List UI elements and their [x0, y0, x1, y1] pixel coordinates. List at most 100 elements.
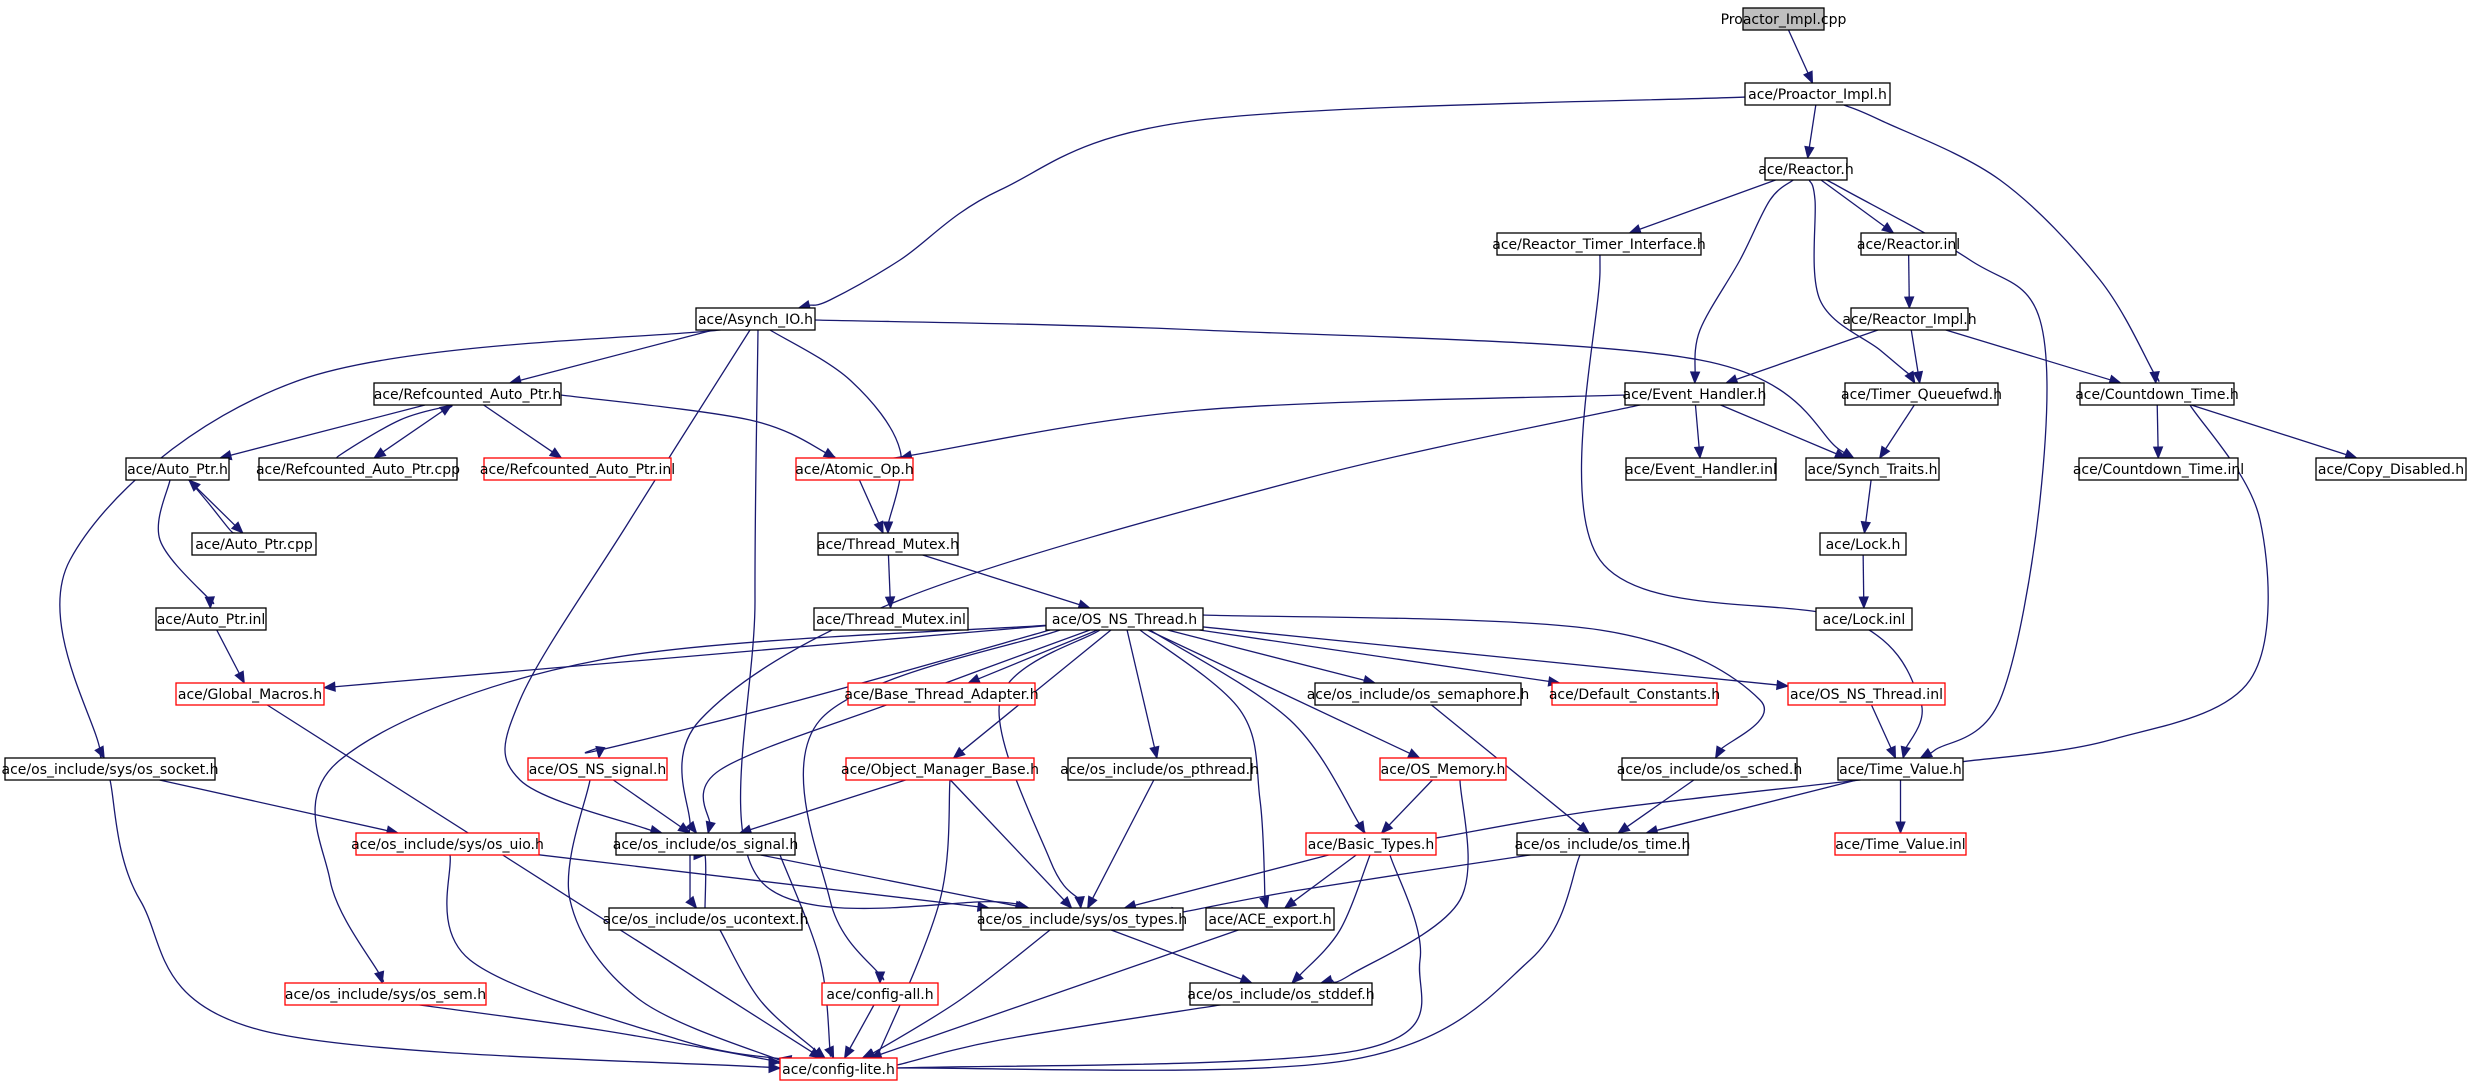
edge-reactor_timer_interface-to-time_value_h [1580, 242, 1923, 760]
edge-line [1169, 851, 1548, 915]
node-lock-h[interactable]: ace/Lock.h [1819, 532, 1907, 556]
node-countdown-time-h[interactable]: ace/Countdown_Time.h [2075, 382, 2239, 406]
node-thread-mutex-h[interactable]: ace/Thread_Mutex.h [817, 532, 959, 556]
node-ace-export[interactable]: ace/ACE_export.h [1205, 907, 1335, 931]
node-atomic-op[interactable]: ace/Atomic_Op.h [795, 457, 914, 481]
node-lock-inl[interactable]: ace/Lock.inl [1815, 607, 1913, 631]
node-thread-mutex-inl[interactable]: ace/Thread_Mutex.inl [813, 607, 969, 631]
node-reactor-impl[interactable]: ace/Reactor_Impl.h [1842, 307, 1977, 331]
edge-line [887, 554, 891, 598]
node-box [980, 907, 1184, 931]
node-refcounted-auto-ptr-inl[interactable]: ace/Refcounted_Auto_Ptr.inl [480, 457, 675, 481]
node-label: ace/os_include/os_semaphore.h [1307, 687, 1530, 703]
edge-os_socket-to-os_uio [159, 779, 400, 836]
edge-arrowhead [438, 404, 453, 416]
node-refcounted-auto-ptr-cpp[interactable]: ace/Refcounted_Auto_Ptr.cpp [256, 457, 460, 481]
edge-arrowhead [843, 1045, 855, 1060]
edge-line [809, 96, 1746, 306]
node-basic-types[interactable]: ace/Basic_Types.h [1305, 832, 1437, 856]
node-global-macros[interactable]: ace/Global_Macros.h [175, 682, 325, 706]
node-label: Proactor_Impl.cpp [1721, 12, 1847, 28]
node-os-ucontext[interactable]: ace/os_include/os_ucontext.h [603, 907, 809, 931]
node-reactor-timer-interface[interactable]: ace/Reactor_Timer_Interface.h [1492, 232, 1706, 256]
node-object-manager-base[interactable]: ace/Object_Manager_Base.h [841, 757, 1039, 781]
node-os-signal[interactable]: ace/os_include/os_signal.h [613, 832, 799, 856]
edge-arrowhead [234, 670, 245, 685]
node-box [1625, 457, 1777, 481]
node-config-all[interactable]: ace/config-all.h [821, 982, 939, 1006]
node-countdown-time-inl[interactable]: ace/Countdown_Time.inl [2073, 457, 2244, 481]
edge-os_ns_thread_h-to-os_pthread [1126, 629, 1160, 760]
node-synch-traits[interactable]: ace/Synch_Traits.h [1805, 457, 1940, 481]
node-os-stddef[interactable]: ace/os_include/os_stddef.h [1187, 982, 1375, 1006]
edge-arrowhead [1354, 820, 1366, 835]
node-label: ace/os_include/os_sched.h [1617, 762, 1802, 778]
node-label: ace/os_include/os_stddef.h [1187, 987, 1374, 1003]
node-os-semaphore[interactable]: ace/os_include/os_semaphore.h [1307, 682, 1530, 706]
edge-arrowhead [1860, 520, 1871, 535]
node-os-time[interactable]: ace/os_include/os_time.h [1515, 832, 1691, 856]
node-event-handler-h[interactable]: ace/Event_Handler.h [1623, 382, 1767, 406]
node-os-pthread[interactable]: ace/os_include/os_pthread.h [1060, 757, 1259, 781]
node-os-uio[interactable]: ace/os_include/sys/os_uio.h [351, 832, 544, 856]
node-auto-ptr-cpp[interactable]: ace/Auto_Ptr.cpp [191, 532, 317, 556]
node-box [608, 907, 803, 931]
node-refcounted-auto-ptr-h[interactable]: ace/Refcounted_Auto_Ptr.h [373, 382, 562, 406]
node-os-sched[interactable]: ace/os_include/os_sched.h [1617, 757, 1802, 781]
edge-arrowhead [1903, 296, 1915, 310]
edge-root-to-proactor_impl_h [1787, 29, 1814, 85]
node-box [845, 757, 1035, 781]
node-os-memory[interactable]: ace/OS_Memory.h [1379, 757, 1507, 781]
node-os-ns-signal[interactable]: ace/OS_NS_signal.h [527, 757, 668, 781]
edge-os_ucontext-to-os_signal [693, 849, 707, 913]
node-reactor-h[interactable]: ace/Reactor.h [1758, 157, 1854, 181]
node-box [1621, 757, 1798, 781]
edge-arrowhead [1059, 896, 1073, 909]
edge-reactor_impl-to-timer_queuefwd [1910, 329, 1924, 385]
edge-line [382, 404, 452, 453]
node-copy-disabled[interactable]: ace/Copy_Disabled.h [2315, 457, 2467, 481]
node-os-ns-thread-h[interactable]: ace/OS_NS_Thread.h [1045, 607, 1204, 631]
edge-line [1139, 622, 1366, 833]
node-label: ace/Thread_Mutex.h [817, 537, 959, 553]
node-timer-queuefwd[interactable]: ace/Timer_Queuefwd.h [1841, 382, 2002, 406]
node-os-socket[interactable]: ace/os_include/sys/os_socket.h [2, 757, 219, 781]
node-label: ace/Countdown_Time.h [2075, 387, 2239, 403]
edge-reactor_impl-to-countdown_time_h [1945, 329, 2122, 385]
edge-line [858, 479, 880, 524]
edge-line [750, 779, 906, 831]
node-label: ace/Time_Value.h [1839, 762, 1962, 778]
edge-arrowhead [1239, 974, 1254, 984]
node-label: ace/os_include/os_time.h [1515, 837, 1691, 853]
node-proactor-impl-h[interactable]: ace/Proactor_Impl.h [1744, 82, 1891, 106]
node-event-handler-inl[interactable]: ace/Event_Handler.inl [1625, 457, 1777, 481]
edge-synch_traits-to-lock_h [1860, 479, 1872, 535]
node-base-thread-adapter[interactable]: ace/Base_Thread_Adapter.h [844, 682, 1039, 706]
edge-arrowhead [2152, 446, 2164, 460]
edge-line [1110, 929, 1242, 980]
node-asynch-io[interactable]: ace/Asynch_IO.h [695, 307, 816, 331]
edge-line [978, 629, 1098, 680]
edge-basic_types-to-ace_export [1283, 854, 1357, 909]
node-box [1496, 232, 1702, 256]
node-box [1624, 382, 1765, 406]
node-reactor-inl[interactable]: ace/Reactor.inl [1857, 232, 1960, 256]
node-box [4, 757, 216, 781]
node-time-value-h[interactable]: ace/Time_Value.h [1837, 757, 1964, 781]
node-os-ns-thread-inl[interactable]: ace/OS_NS_Thread.inl [1787, 682, 1946, 706]
node-label: ace/config-all.h [826, 987, 933, 1003]
node-os-types[interactable]: ace/os_include/sys/os_types.h [977, 907, 1187, 931]
node-auto-ptr-inl[interactable]: ace/Auto_Ptr.inl [155, 607, 267, 631]
node-label: ace/Auto_Ptr.cpp [195, 537, 313, 553]
node-default-constants[interactable]: ace/Default_Constants.h [1549, 682, 1720, 706]
node-label: ace/Countdown_Time.inl [2073, 462, 2244, 478]
edge-line [681, 398, 1666, 834]
node-os-sem[interactable]: ace/os_include/sys/os_sem.h [284, 982, 487, 1006]
edge-line [949, 779, 1065, 901]
node-config-lite[interactable]: ace/config-lite.h [779, 1057, 898, 1081]
edge-line [1870, 704, 1892, 749]
node-auto-ptr-h[interactable]: ace/Auto_Ptr.h [125, 457, 230, 481]
edge-arrowhead [822, 447, 837, 459]
node-time-value-inl[interactable]: ace/Time_Value.inl [1834, 832, 1967, 856]
